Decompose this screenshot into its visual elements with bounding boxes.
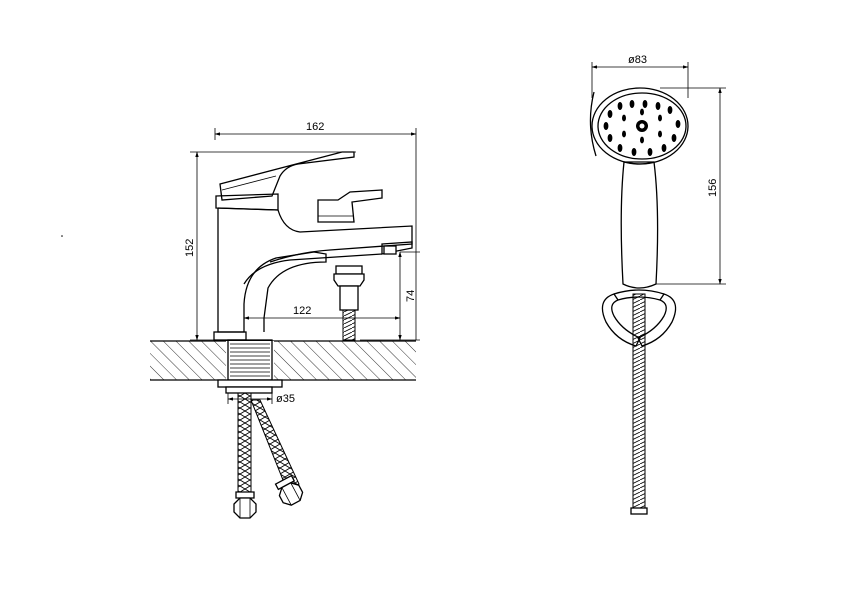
flexible-hoses (233, 392, 304, 519)
dim-diverter-height: 74 (405, 290, 417, 302)
shower-handle (620, 161, 659, 289)
stray-dot (61, 235, 63, 237)
faucet-body (213, 151, 413, 341)
countertop (150, 340, 416, 381)
dim-faucet-width: 162 (306, 121, 324, 133)
shower-holder (601, 289, 677, 347)
dim-shower-head-diameter: ø83 (628, 54, 647, 66)
threaded-shank (217, 339, 283, 394)
faucet-group: 162 152 122 74 ø35 (150, 121, 420, 519)
dim-thread-diameter: ø35 (276, 393, 295, 405)
shower-dimension-lines (591, 62, 726, 285)
hand-shower-group: ø83 156 (589, 54, 726, 515)
faucet-dimension-lines (190, 128, 420, 404)
shower-hose (632, 293, 646, 515)
dim-spout-reach: 122 (293, 305, 311, 317)
dim-faucet-height: 152 (184, 239, 196, 257)
shower-head (589, 87, 689, 165)
dim-shower-handle-length: 156 (707, 179, 719, 197)
